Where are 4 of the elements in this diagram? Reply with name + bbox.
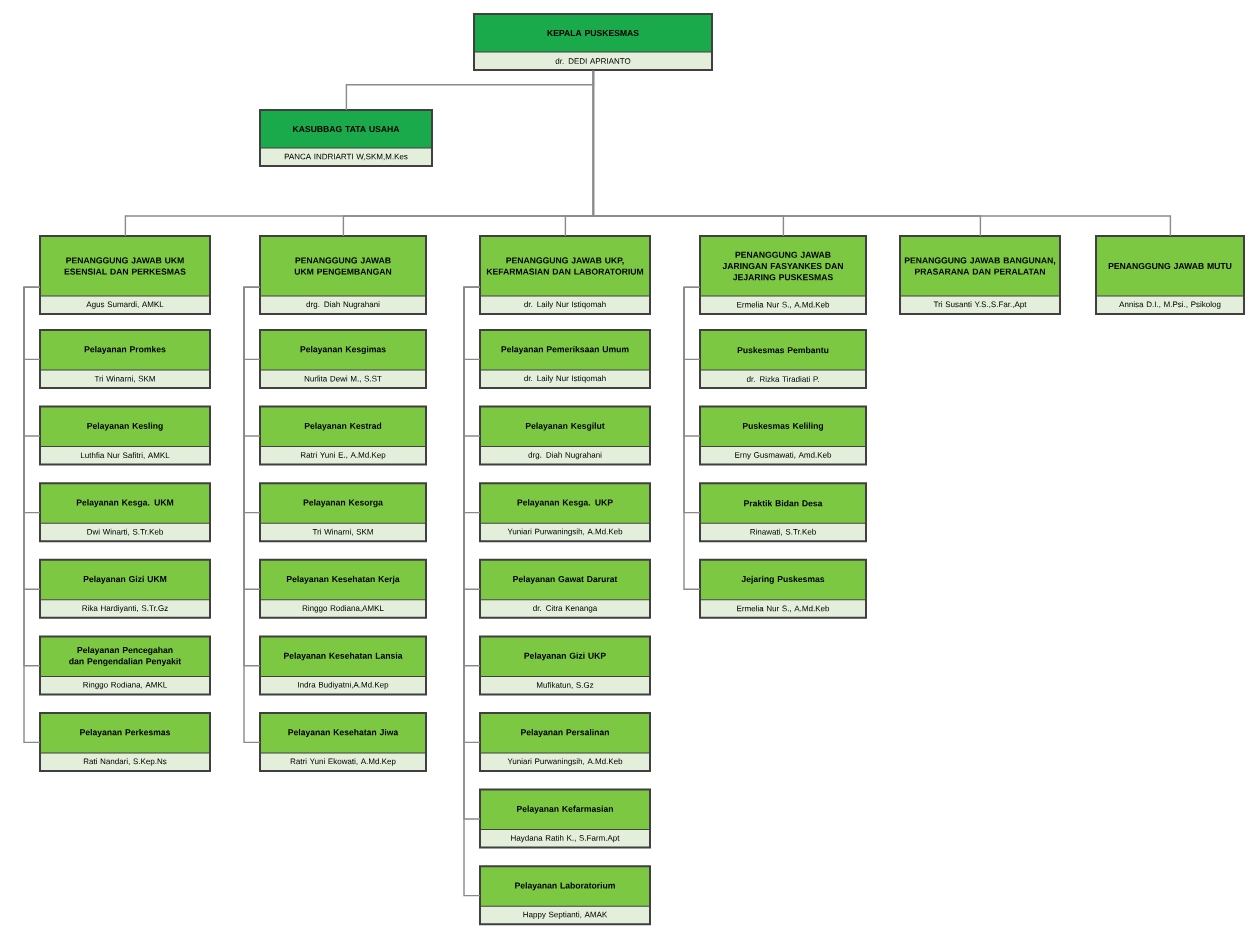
connector-line [243,286,261,744]
connector-line [23,286,41,744]
connector-line [592,70,1172,237]
connector-line [683,286,701,590]
